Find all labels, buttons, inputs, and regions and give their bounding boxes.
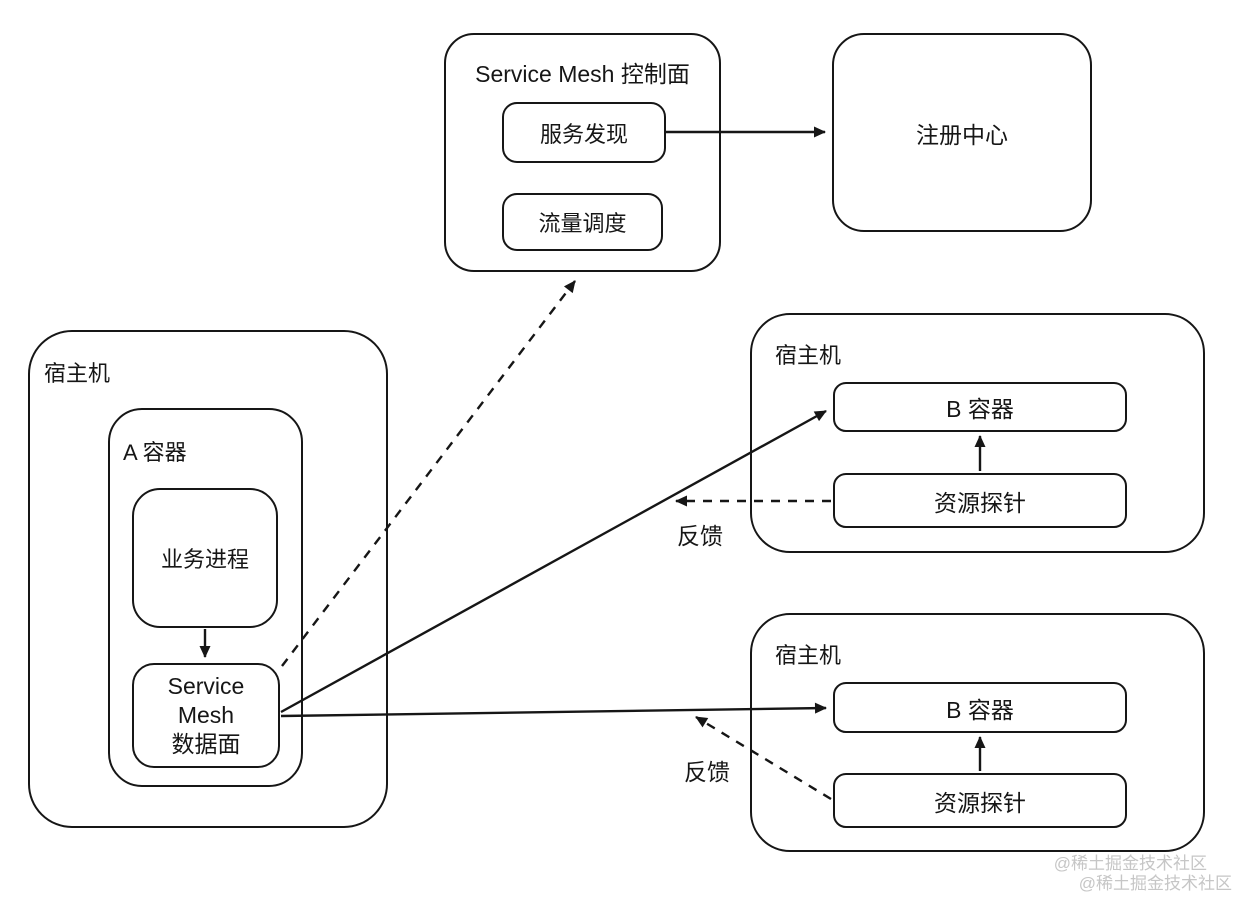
sm-dataplane-line1: Service — [167, 673, 245, 699]
host-bottom-label: 宿主机 — [775, 643, 842, 668]
probe-mid-label: 资源探针 — [934, 489, 1026, 516]
feedback-bottom-label: 反馈 — [684, 759, 730, 785]
service-discovery-box: 服务发现 — [502, 102, 666, 163]
container-a-label: A 容器 — [123, 440, 187, 465]
control-plane-title: Service Mesh 控制面 — [475, 61, 690, 87]
biz-process-label: 业务进程 — [160, 547, 249, 572]
host-left-label: 宿主机 — [44, 361, 111, 386]
registry-box: 注册中心 — [832, 33, 1092, 232]
traffic-scheduling-box: 流量调度 — [502, 193, 663, 251]
sm-dataplane-label: Service Mesh 数据面 — [168, 672, 245, 759]
probe-mid-box: 资源探针 — [833, 473, 1127, 528]
control-plane-box: Service Mesh 控制面 — [444, 33, 721, 272]
sm-dataplane-box: Service Mesh 数据面 — [132, 663, 280, 768]
probe-bottom-label: 资源探针 — [934, 789, 1026, 816]
watermark-line1: @稀土掘金技术社区 — [1053, 854, 1207, 873]
registry-label: 注册中心 — [916, 121, 1008, 148]
probe-bottom-box: 资源探针 — [833, 773, 1127, 828]
sm-dataplane-line3: 数据面 — [171, 731, 241, 757]
b-container-mid-box: B 容器 — [833, 382, 1127, 432]
b-container-mid-label: B 容器 — [946, 396, 1014, 422]
feedback-mid-label: 反馈 — [677, 523, 723, 549]
traffic-scheduling-label: 流量调度 — [538, 211, 627, 236]
service-discovery-label: 服务发现 — [539, 121, 628, 147]
sm-dataplane-line2: Mesh — [177, 702, 235, 728]
biz-process-box: 业务进程 — [132, 488, 278, 628]
watermark-line2: @稀土掘金技术社区 — [1078, 874, 1232, 893]
b-container-bottom-label: B 容器 — [946, 696, 1014, 723]
host-mid-label: 宿主机 — [775, 343, 842, 368]
b-container-bottom-box: B 容器 — [833, 682, 1127, 733]
